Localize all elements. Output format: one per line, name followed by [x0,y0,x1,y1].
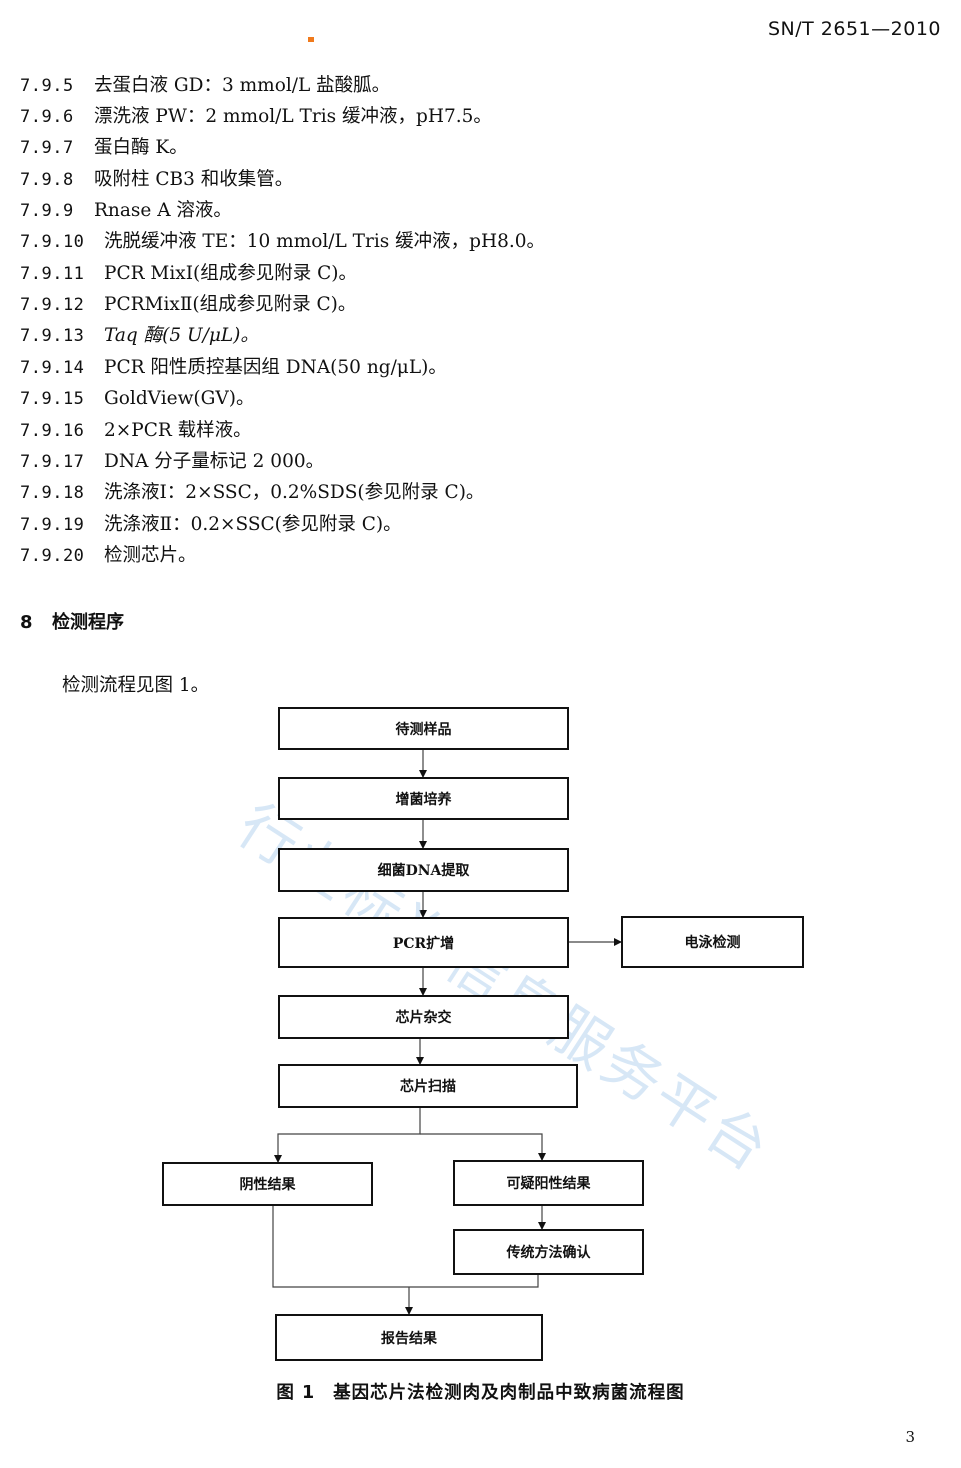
flow-box-sample: 待测样品 [278,707,569,750]
arrow-scan-negative [277,1108,421,1162]
arrow-scan-suspect [420,1133,543,1160]
flow-box-hybrid: 芯片杂交 [278,995,569,1039]
flow-box-extract: 细菌DNA提取 [278,848,569,892]
figure-label: 图 1 [276,1383,316,1403]
standard-number: SN/T 2651—2010 [767,18,941,40]
flow-box-enrich: 增菌培养 [278,777,569,820]
section-number: 8 [20,612,33,633]
page-number: 3 [905,1428,915,1446]
flow-box-suspect: 可疑阳性结果 [453,1160,644,1206]
figure-caption: 图 1 基因芯片法检测肉及肉制品中致病菌流程图 [0,1379,961,1404]
flow-box-report: 报告结果 [275,1314,543,1361]
flow-box-pcr: PCR扩增 [278,917,569,968]
figure-title: 基因芯片法检测肉及肉制品中致病菌流程图 [333,1383,685,1403]
orange-marker [308,37,314,42]
section-title: 检测程序 [52,612,124,633]
intro-text: 检测流程见图 1。 [62,675,210,696]
flow-box-confirm: 传统方法确认 [453,1229,644,1275]
line-merge [272,1206,539,1288]
section-heading: 8 检测程序 [20,608,124,634]
flow-box-negative: 阴性结果 [162,1162,373,1206]
flow-box-electrophoresis: 电泳检测 [621,916,804,968]
flow-box-scan: 芯片扫描 [278,1064,578,1108]
